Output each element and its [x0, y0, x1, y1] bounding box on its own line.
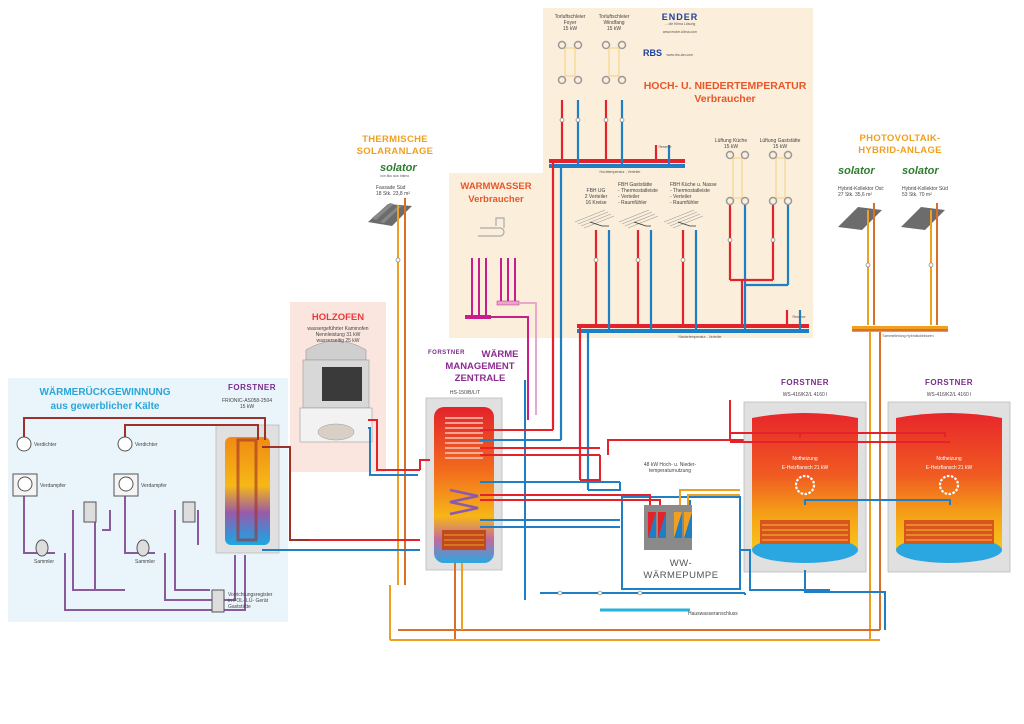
solar-collector	[368, 203, 412, 226]
fbh-coils	[574, 209, 704, 229]
waermerueck-title: WÄRMERÜCKGEWINNUNG aus gewerblicher Kält…	[39, 387, 171, 412]
vorrichtungsregister-label: Vorrichtungsregister in FOL- LÜ- Gerät G…	[228, 592, 273, 610]
waermepumpe-title: WW- WÄRMEPUMPE	[643, 558, 719, 581]
warmwasser-pipes	[465, 217, 537, 420]
ws-tank-2	[887, 401, 1011, 573]
holzofen-specs: wassergeführter Kaminofen Nennleistung 3…	[307, 326, 369, 344]
solator-logo-pv-2: solator	[902, 165, 939, 177]
forstner-logo-hs: FORSTNER	[428, 350, 465, 356]
hs-tank	[425, 397, 503, 571]
niedertemp-bus	[577, 324, 809, 333]
hs-model: HS-150/B/L/T	[449, 390, 481, 396]
forstner-logo-ws2: FORSTNER	[925, 378, 973, 387]
torluft-units	[557, 40, 793, 206]
hochtemp-bus-label: Hochtemperatur - Verteiler	[599, 170, 641, 174]
warmwasser-title: WARMWASSER Verbraucher	[460, 181, 532, 205]
holzofen-stove	[299, 340, 373, 443]
ws2-model: WS-416/K2/L 4160 l	[926, 392, 972, 398]
reserve-label: Reserve	[658, 145, 672, 149]
wp-capacity-label: 48 kW Hoch- u. Nieder- temperaturnutzung	[643, 462, 697, 474]
verdichter-label-1: Verdichter	[34, 442, 57, 448]
valve-markers	[395, 117, 934, 596]
fbh-ug-label: FBH UG 2 Verteiler 16 Kreise	[584, 188, 608, 206]
torluft-windfang-label: Torluftschleier Windfang 15 kW	[598, 14, 630, 32]
torluft-foyer-label: Torluftschleier Foyer 15 kW	[554, 14, 586, 32]
rbs-logo: RBS www.rbs-lan.com	[643, 48, 694, 58]
pv-collector-sued-label: Hybrid-Kollektor Süd 53 Stk. 70 m²	[902, 186, 948, 198]
solar-title: THERMISCHE SOLARANLAGE	[356, 134, 434, 157]
fbh-gaststaette-label: FBH Gaststätte - Thermostatleiste - Vert…	[618, 182, 658, 206]
ws1-model: WS-416/K2/L 4160 l	[782, 392, 828, 398]
waerme-mgmt-title: WÄRME MANAGEMENT ZENTRALE	[445, 349, 519, 384]
pv-title: PHOTOVOLTAIK- HYBRID-ANLAGE	[858, 133, 942, 156]
hauswasser-label: Hauswasseranschluss	[688, 611, 738, 617]
solator-logo-pv-1: solator	[838, 165, 875, 177]
ws2-labels: Notheizung E-Heizflansch 21 kW	[925, 456, 973, 471]
wrg-tank	[215, 424, 280, 554]
verdichter-units	[12, 436, 225, 613]
wrg-model: FRIONIC-AS058-2504 15 kW	[221, 398, 273, 410]
ws-tank-1	[743, 401, 867, 573]
warmwasser-panel	[449, 173, 543, 338]
fbh-kueche-label: FBH Küche u. Nasse - Thermostatleiste - …	[670, 182, 717, 206]
hoch-nieder-panel	[543, 8, 813, 338]
waermepumpe-unit	[644, 505, 692, 550]
reserve-label-2: Reserve	[792, 315, 806, 319]
solator-logo-solar: solator von Ilko aus Intimo	[380, 162, 417, 178]
lueftung-gaststaette-label: Lüftung Gaststätte 15 kW	[759, 138, 801, 150]
hochtemp-bus	[549, 159, 685, 168]
verdampfer-label-1: Verdampfer	[40, 483, 66, 489]
holzofen-title: HOLZOFEN	[311, 312, 365, 323]
forstner-logo-wrg: FORSTNER	[228, 383, 276, 392]
sammler-label-2: Sammler	[134, 559, 155, 565]
ws1-labels: Notheizung E-Heizflansch 21 kW	[781, 456, 829, 471]
niedertemp-bus-label: Niedertemperatur - Verteiler	[678, 335, 722, 339]
lueftung-kueche-label: Lüftung Küche 15 kW	[714, 138, 748, 150]
pv-collector-ost-label: Hybrid-Kollektor Ost: 27 Stk. 35,6 m²	[838, 186, 885, 198]
hoch-nieder-title: HOCH- U. NIEDERTEMPERATUR Verbraucher	[643, 80, 807, 105]
verdichter-label-2: Verdichter	[135, 442, 158, 448]
ender-logo: ENDER ... die Klima Lösung www.ender-kli…	[661, 12, 699, 34]
verdampfer-label-2: Verdampfer	[141, 483, 167, 489]
forstner-logo-ws1: FORSTNER	[781, 378, 829, 387]
sammler-label-1: Sammler	[33, 559, 54, 565]
pv-collectors	[838, 207, 945, 230]
pv-bus-label: Sammelleitung Hybridkollektoren	[882, 334, 934, 338]
solar-collector-label: Fassade Süd 18 Stk. 23,8 m²	[376, 185, 410, 197]
